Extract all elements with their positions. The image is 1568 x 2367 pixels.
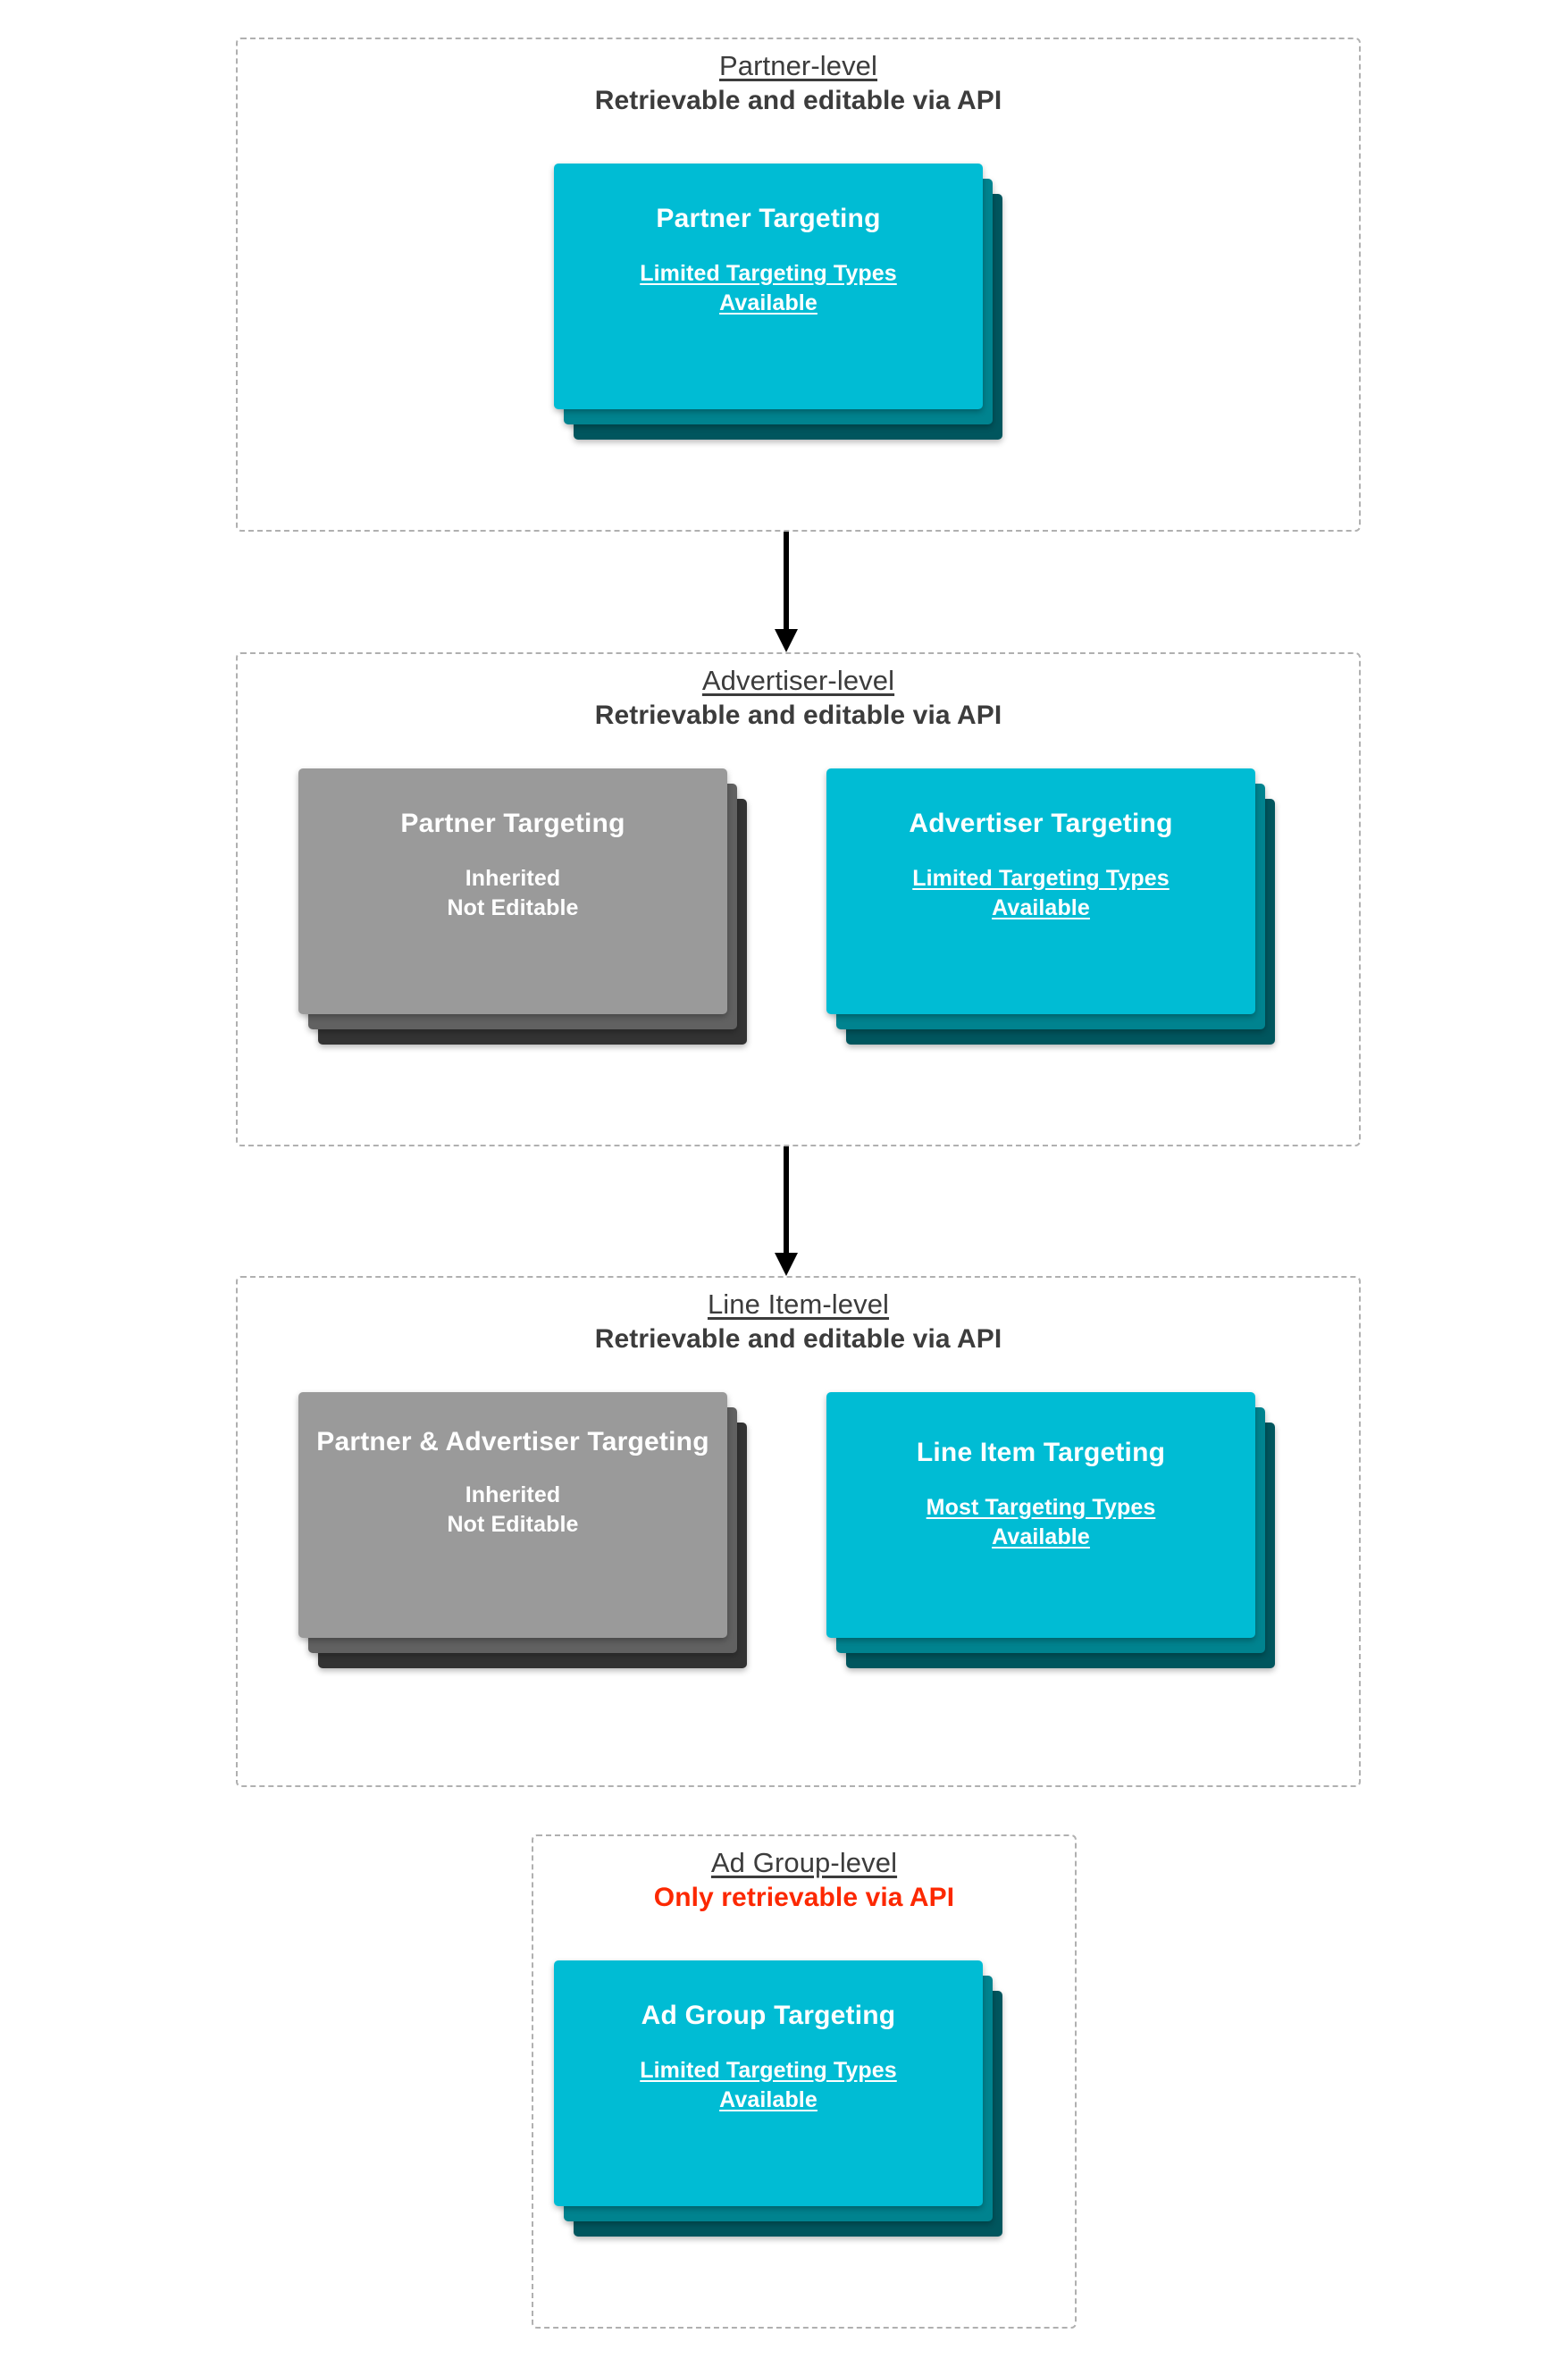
card-title-partner-targeting: Partner Targeting: [656, 204, 881, 233]
card-stack-ad-group-targeting[interactable]: Ad Group Targeting Limited Targeting Typ…: [554, 1960, 1002, 2237]
card-layer-front[interactable]: Line Item Targeting Most Targeting Types…: [826, 1392, 1255, 1638]
card-note-line2-ad-group-targeting: Available: [719, 2087, 818, 2112]
card-title-advertiser-targeting: Advertiser Targeting: [909, 809, 1173, 838]
card-title-ad-group-targeting: Ad Group Targeting: [641, 2001, 896, 2030]
arrow-shaft: [784, 532, 789, 629]
panel-line-item-subtitle: Retrievable and editable via API: [594, 1323, 1002, 1354]
card-layer-front[interactable]: Partner Targeting Inherited Not Editable: [298, 768, 727, 1014]
card-note-line2-inherited-partner-advertiser-targeting: Not Editable: [447, 1512, 579, 1537]
panel-advertiser-title: Advertiser-level: [701, 665, 895, 696]
card-title-inherited-partner-advertiser-targeting: Partner & Advertiser Targeting: [316, 1427, 709, 1456]
card-stack-advertiser-targeting[interactable]: Advertiser Targeting Limited Targeting T…: [826, 768, 1275, 1045]
arrow-head-icon: [775, 1253, 798, 1276]
card-note-line1-inherited-partner-targeting: Inherited: [465, 866, 561, 891]
panel-ad-group-header: Ad Group-level Only retrievable via API: [533, 1845, 1075, 1915]
card-stack-line-item-targeting[interactable]: Line Item Targeting Most Targeting Types…: [826, 1392, 1275, 1668]
panel-line-item-title: Line Item-level: [707, 1288, 890, 1320]
panel-advertiser-level: Advertiser-level Retrievable and editabl…: [236, 652, 1361, 1146]
card-stack-partner-targeting[interactable]: Partner Targeting Limited Targeting Type…: [554, 164, 1002, 440]
panel-line-item-level: Line Item-level Retrievable and editable…: [236, 1276, 1361, 1787]
card-title-inherited-partner-targeting: Partner Targeting: [400, 809, 625, 838]
card-layer-front[interactable]: Partner Targeting Limited Targeting Type…: [554, 164, 983, 409]
card-layer-front[interactable]: Advertiser Targeting Limited Targeting T…: [826, 768, 1255, 1014]
panel-ad-group-subtitle: Only retrievable via API: [653, 1882, 955, 1912]
card-note-line1-advertiser-targeting: Limited Targeting Types: [912, 866, 1170, 891]
panel-partner-header: Partner-level Retrievable and editable v…: [238, 48, 1359, 118]
card-stack-inherited-partner-advertiser-targeting[interactable]: Partner & Advertiser Targeting Inherited…: [298, 1392, 747, 1668]
panel-advertiser-subtitle: Retrievable and editable via API: [594, 700, 1002, 730]
card-note-line2-inherited-partner-targeting: Not Editable: [447, 895, 579, 920]
panel-partner-title: Partner-level: [718, 50, 878, 81]
arrow-head-icon: [775, 629, 798, 652]
card-note-line1-inherited-partner-advertiser-targeting: Inherited: [465, 1482, 561, 1507]
arrow-partner-to-advertiser: [768, 532, 804, 652]
panel-partner-subtitle: Retrievable and editable via API: [594, 85, 1002, 115]
panel-advertiser-header: Advertiser-level Retrievable and editabl…: [238, 663, 1359, 733]
panel-ad-group-level: Ad Group-level Only retrievable via API …: [532, 1834, 1077, 2329]
card-title-line-item-targeting: Line Item Targeting: [916, 1438, 1166, 1467]
card-stack-inherited-partner-targeting[interactable]: Partner Targeting Inherited Not Editable: [298, 768, 747, 1045]
card-note-line1-partner-targeting: Limited Targeting Types: [640, 261, 897, 286]
card-layer-front[interactable]: Ad Group Targeting Limited Targeting Typ…: [554, 1960, 983, 2206]
card-note-line1-line-item-targeting: Most Targeting Types: [926, 1495, 1156, 1520]
card-note-line2-advertiser-targeting: Available: [992, 895, 1090, 920]
card-note-line2-line-item-targeting: Available: [992, 1524, 1090, 1549]
panel-partner-level: Partner-level Retrievable and editable v…: [236, 38, 1361, 532]
panel-line-item-header: Line Item-level Retrievable and editable…: [238, 1287, 1359, 1356]
panel-ad-group-title: Ad Group-level: [710, 1847, 898, 1878]
arrow-advertiser-to-lineitem: [768, 1146, 804, 1276]
arrow-shaft: [784, 1146, 789, 1253]
card-layer-front[interactable]: Partner & Advertiser Targeting Inherited…: [298, 1392, 727, 1638]
card-note-line1-ad-group-targeting: Limited Targeting Types: [640, 2058, 897, 2083]
card-note-line2-partner-targeting: Available: [719, 290, 818, 315]
